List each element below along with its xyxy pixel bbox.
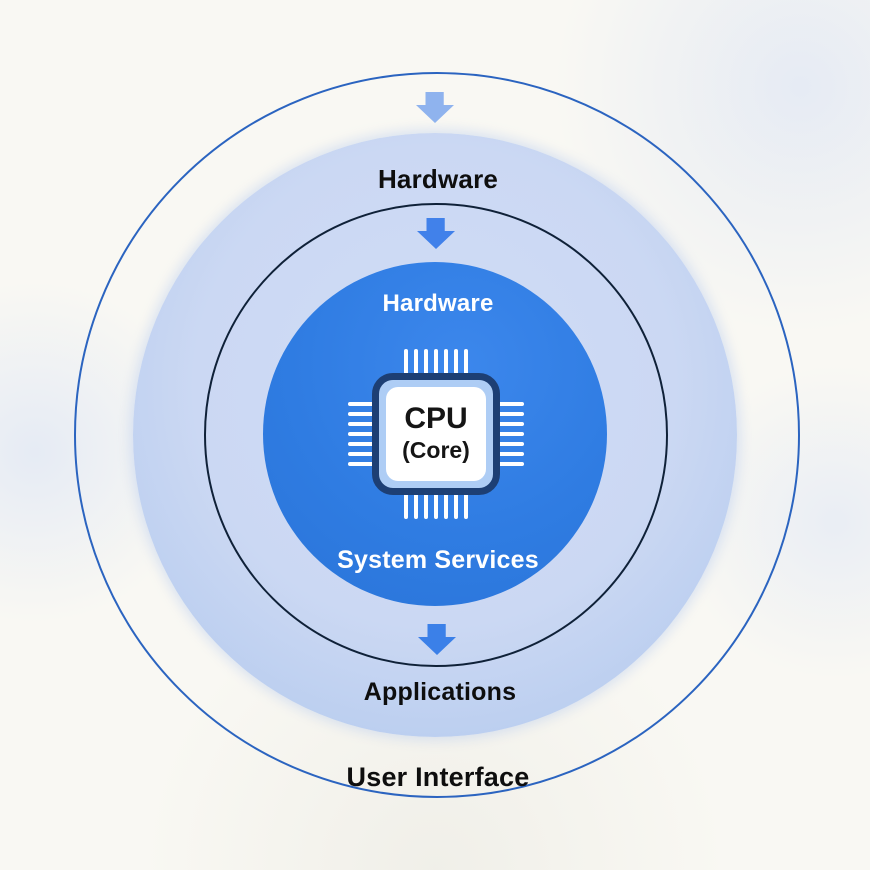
chip-pin bbox=[494, 452, 524, 456]
outer-ring-label-applications: Applications bbox=[363, 678, 517, 706]
chip-pins-bottom bbox=[404, 489, 468, 519]
chip-pin bbox=[464, 349, 468, 379]
chip-face: CPU (Core) bbox=[386, 387, 486, 481]
core-circle-label-hardware: Hardware bbox=[382, 290, 494, 317]
chip-pin bbox=[348, 452, 378, 456]
chip-pins-left bbox=[348, 402, 378, 466]
system-boundary-ring bbox=[204, 203, 668, 667]
chip-subtitle: (Core) bbox=[402, 436, 470, 463]
chip-pin bbox=[494, 462, 524, 466]
chip-pin bbox=[494, 422, 524, 426]
chip-pin bbox=[424, 349, 428, 379]
chip-title: CPU bbox=[404, 401, 468, 435]
cpu-chip-icon: CPU (Core) bbox=[346, 347, 526, 521]
chip-pins-right bbox=[494, 402, 524, 466]
chip-pin bbox=[348, 462, 378, 466]
chip-pin bbox=[404, 349, 408, 379]
chip-pin bbox=[494, 442, 524, 446]
chip-pin bbox=[434, 349, 438, 379]
chip-pin bbox=[444, 349, 448, 379]
user-interface-ring bbox=[74, 72, 800, 798]
chip-pin bbox=[414, 349, 418, 379]
chip-pin bbox=[434, 489, 438, 519]
chip-pin bbox=[424, 489, 428, 519]
chip-pin bbox=[464, 489, 468, 519]
chip-pin bbox=[494, 432, 524, 436]
chip-pin bbox=[348, 432, 378, 436]
chip-pin bbox=[348, 442, 378, 446]
outer-ring-label-hardware: Hardware bbox=[377, 164, 499, 194]
outermost-label-user-interface: User Interface bbox=[346, 762, 530, 792]
chip-pin bbox=[454, 349, 458, 379]
chip-pin bbox=[348, 402, 378, 406]
chip-pin bbox=[404, 489, 408, 519]
chip-pin bbox=[454, 489, 458, 519]
core-circle-label-system-services: System Services bbox=[337, 546, 539, 574]
chip-pin bbox=[348, 412, 378, 416]
chip-pins-top bbox=[404, 349, 468, 379]
chip-pin bbox=[348, 422, 378, 426]
chip-body: CPU (Core) bbox=[372, 373, 500, 495]
chip-pin bbox=[444, 489, 448, 519]
chip-pin bbox=[494, 402, 524, 406]
chip-pin bbox=[494, 412, 524, 416]
chip-pin bbox=[414, 489, 418, 519]
